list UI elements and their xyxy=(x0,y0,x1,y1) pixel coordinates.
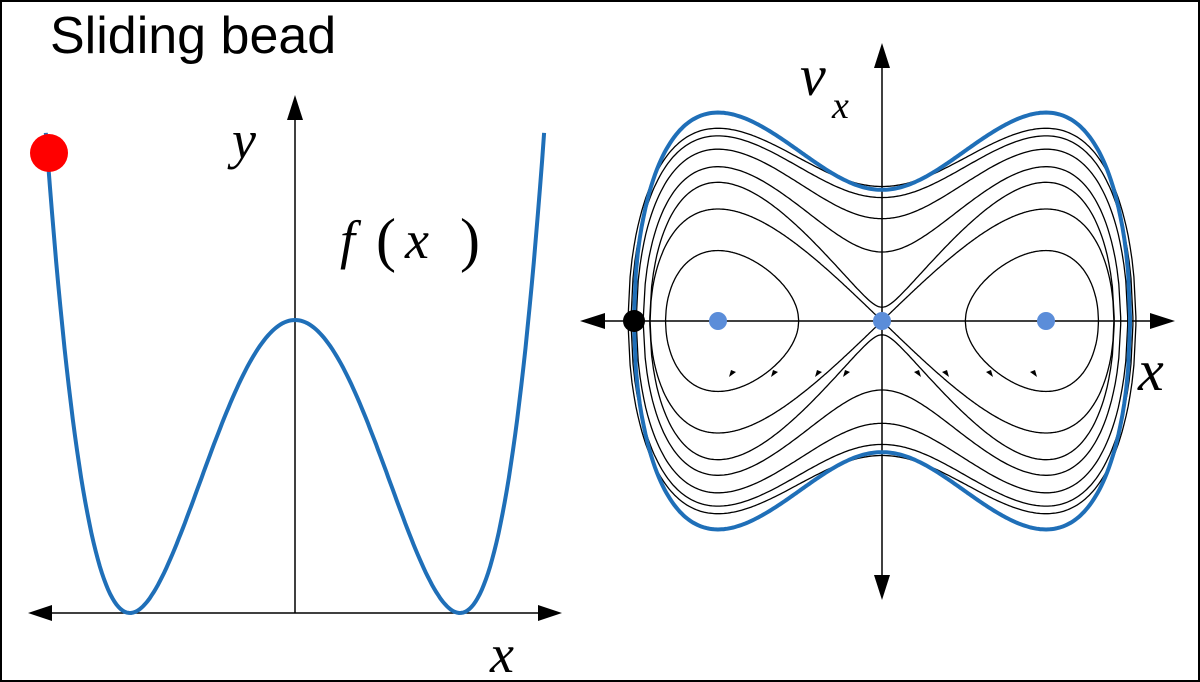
phase-trajectories xyxy=(627,127,1137,515)
flow-arrow xyxy=(986,370,993,377)
right-x-axis-arrow-left xyxy=(580,313,605,329)
flow-arrow xyxy=(729,370,736,377)
right-vx-axis-arrow-bottom xyxy=(874,575,890,600)
curve-label-open-paren: ( xyxy=(376,207,396,273)
curve-label: f ( x ) xyxy=(340,207,480,273)
right-x-axis-label: x xyxy=(1137,338,1164,403)
curve-label-func: f xyxy=(340,210,362,270)
right-vx-axis-label: v x xyxy=(800,43,849,127)
left-y-axis-arrow xyxy=(287,95,303,120)
flow-arrow xyxy=(771,370,778,377)
potential-panel: y x f ( x ) xyxy=(28,95,562,682)
curve-label-arg: x xyxy=(404,210,429,270)
phase-portrait-panel: v x x xyxy=(580,43,1175,600)
flow-arrow xyxy=(843,370,850,377)
phase-trajectory xyxy=(881,208,1115,434)
flow-arrow xyxy=(914,370,921,377)
phase-trajectory xyxy=(964,249,1100,393)
right-vx-axis-arrow-top xyxy=(874,43,890,68)
equilibrium-point-right xyxy=(1037,312,1055,330)
left-y-axis-label: y xyxy=(227,110,256,170)
flow-arrow xyxy=(942,370,949,377)
right-vx-label-main: v xyxy=(800,43,826,108)
phase-trajectory xyxy=(630,135,1134,507)
phase-trajectory xyxy=(664,249,800,393)
outer-trajectory xyxy=(631,110,1132,532)
right-vx-label-sub: x xyxy=(831,85,849,127)
equilibrium-point-center xyxy=(873,312,891,330)
curve-label-close-paren: ) xyxy=(460,207,480,273)
phase-trajectory xyxy=(635,148,1129,494)
potential-curve xyxy=(43,132,547,616)
phase-trajectory xyxy=(642,166,1122,476)
figure-title: Sliding bead xyxy=(50,7,337,65)
left-x-axis-label: x xyxy=(489,624,514,682)
phase-trajectory xyxy=(627,127,1137,515)
left-x-axis-arrow-left xyxy=(28,605,52,621)
flow-arrow xyxy=(815,370,822,377)
flow-arrow xyxy=(1030,370,1037,377)
initial-state-point xyxy=(623,310,645,332)
right-x-axis-arrow-right xyxy=(1150,313,1175,329)
sliding-bead xyxy=(30,134,68,172)
equilibrium-point-left xyxy=(709,312,727,330)
left-x-axis-arrow-right xyxy=(538,605,562,621)
